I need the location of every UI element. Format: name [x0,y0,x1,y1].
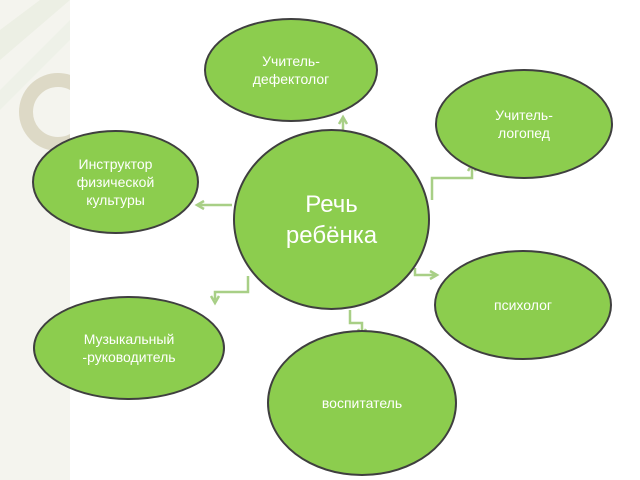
arrow-psychologist [429,269,440,281]
connector-psychologist [413,268,436,277]
arrow-music-director [209,295,221,306]
node-pe-instructor: Инструктор физической культуры [32,130,199,234]
connector-speech-therapist [430,165,474,200]
node-educator: воспитатель [267,330,457,476]
center-node-childs-speech: Речь ребёнка [233,129,430,310]
node-music-director: Музыкальный -руководитель [33,296,225,400]
connector-music-director [213,276,250,300]
arrow-defectologist [337,114,349,125]
connector-educator [348,310,364,333]
decorative-background [0,0,70,480]
node-psychologist: психолог [434,250,612,360]
arrow-pe-instructor [194,199,205,211]
node-defectologist: Учитель- дефектолог [204,18,378,122]
node-speech-therapist: Учитель- логопед [435,69,613,179]
